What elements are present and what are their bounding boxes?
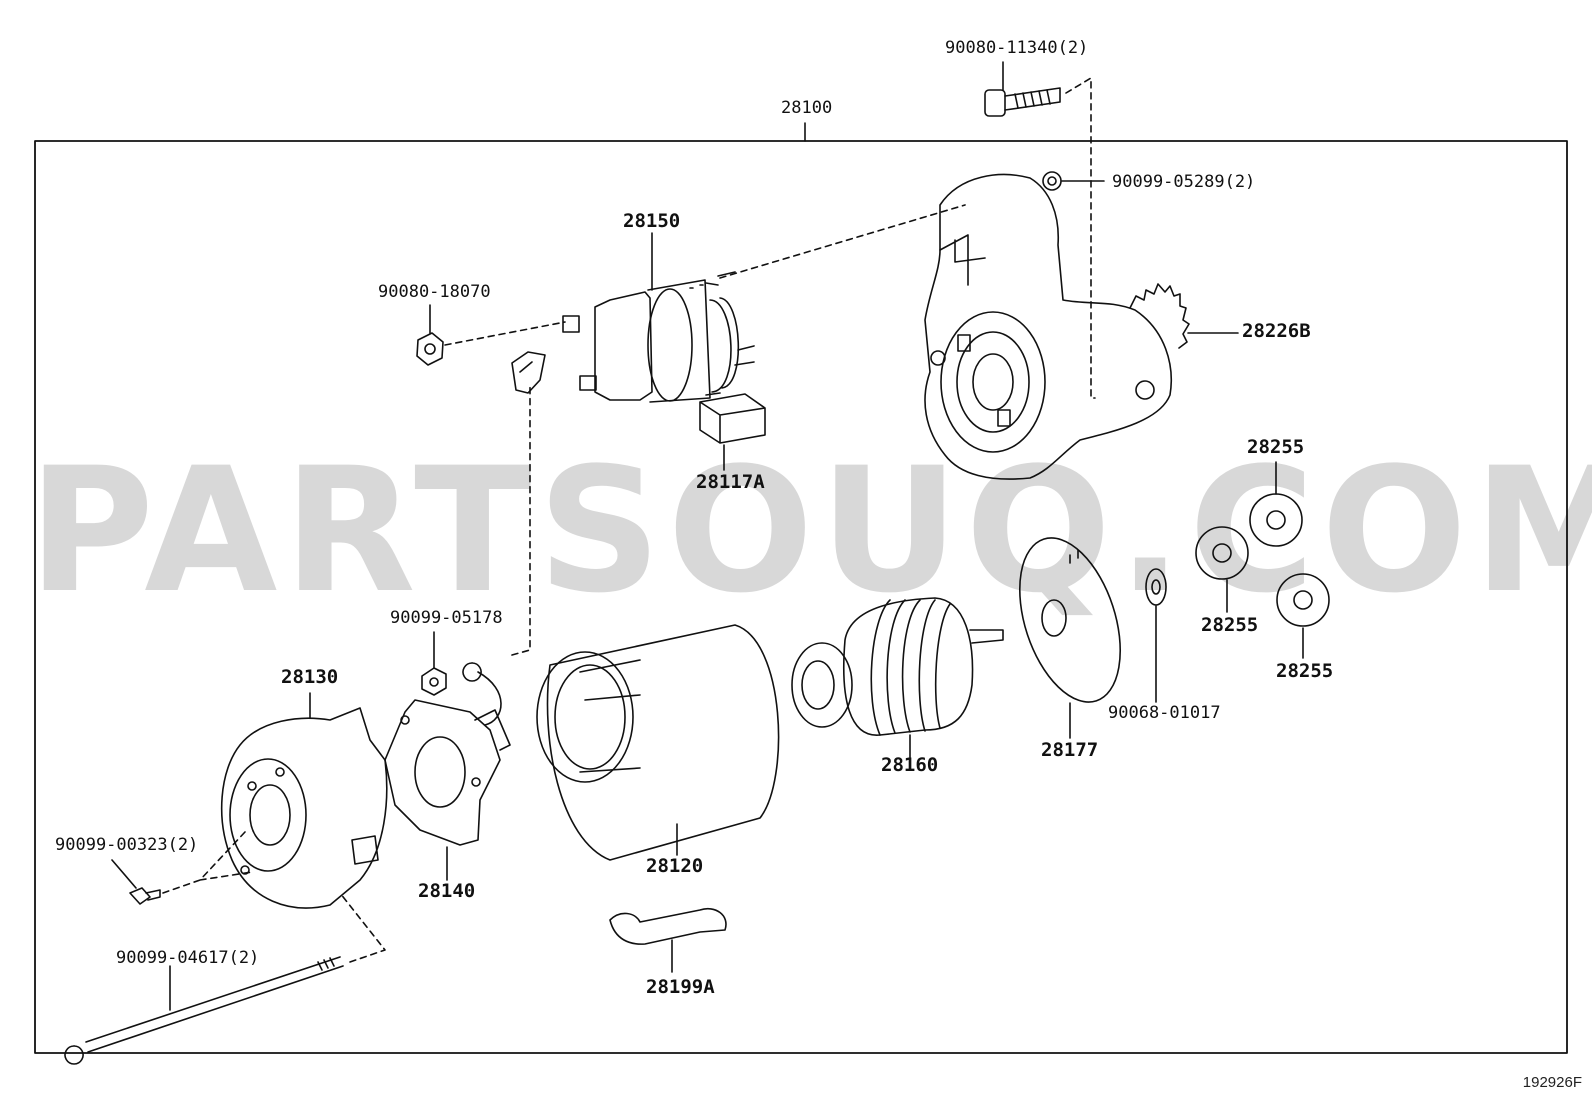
- diagram-id: 192926F: [1522, 1074, 1582, 1091]
- part-label-28255-mid: 28255: [1201, 614, 1259, 636]
- lead-terminal-part: [462, 662, 502, 726]
- part-label-28199a: 28199A: [646, 976, 715, 998]
- assembly-frame: [34, 140, 1568, 1054]
- part-label-28255-top: 28255: [1247, 436, 1305, 458]
- block-28117a-part: [699, 393, 766, 471]
- solenoid-28150-part: [511, 232, 755, 403]
- end-frame-28130-part: [220, 692, 388, 909]
- part-label-90099-05289: 90099-05289(2): [1112, 172, 1256, 192]
- part-label-28117a: 28117A: [696, 471, 765, 493]
- part-label-28255-bot: 28255: [1276, 660, 1334, 682]
- dash-through-bolt: [339, 892, 386, 963]
- yoke-28120-part: [536, 624, 780, 861]
- plate-28177-part: [1018, 537, 1122, 739]
- part-label-28150: 28150: [623, 210, 681, 232]
- nut-90080-18070-part: [416, 304, 444, 366]
- brush-holder-28140-part: [384, 699, 511, 881]
- part-label-28226b: 28226B: [1242, 320, 1311, 342]
- part-label-90080-11340: 90080-11340(2): [945, 38, 1089, 58]
- bolt-90080-11340-part: [984, 61, 1061, 117]
- assembly-label: 28100: [781, 98, 833, 118]
- nut-90099-05178-part: [421, 631, 447, 696]
- nut-90099-05289-part: [1042, 171, 1105, 191]
- gear-28255-mid-part: [1195, 526, 1249, 613]
- part-label-90068-01017: 90068-01017: [1108, 703, 1221, 723]
- dash-lead-solenoid: [511, 384, 531, 656]
- part-label-28140: 28140: [418, 880, 476, 902]
- housing-28226b-part: [924, 173, 1239, 480]
- through-bolt-90099-04617-part: [64, 956, 344, 1065]
- part-label-28120: 28120: [646, 855, 704, 877]
- screw-90099-00323-part: [111, 859, 161, 905]
- part-label-28130: 28130: [281, 666, 339, 688]
- dash-nut-18070: [444, 321, 566, 346]
- part-label-90099-05178: 90099-05178: [390, 608, 503, 628]
- gear-28255-top-part: [1249, 461, 1303, 547]
- part-label-90099-00323: 90099-00323(2): [55, 835, 199, 855]
- armature-28160-part: [791, 597, 1004, 766]
- dash-bolt-11340: [1065, 77, 1096, 399]
- lead-28199a-part: [609, 908, 727, 973]
- part-label-28177: 28177: [1041, 739, 1099, 761]
- part-label-28160: 28160: [881, 754, 939, 776]
- watermark: PARTSOUQ.COM: [28, 430, 1592, 631]
- gear-28255-bot-part: [1276, 573, 1330, 659]
- part-label-90099-04617: 90099-04617(2): [116, 948, 260, 968]
- dash-screw-00323: [162, 831, 253, 894]
- dash-solenoid-housing: [719, 204, 966, 279]
- washer-90068-01017-part: [1145, 568, 1167, 703]
- part-label-90080-18070: 90080-18070: [378, 282, 491, 302]
